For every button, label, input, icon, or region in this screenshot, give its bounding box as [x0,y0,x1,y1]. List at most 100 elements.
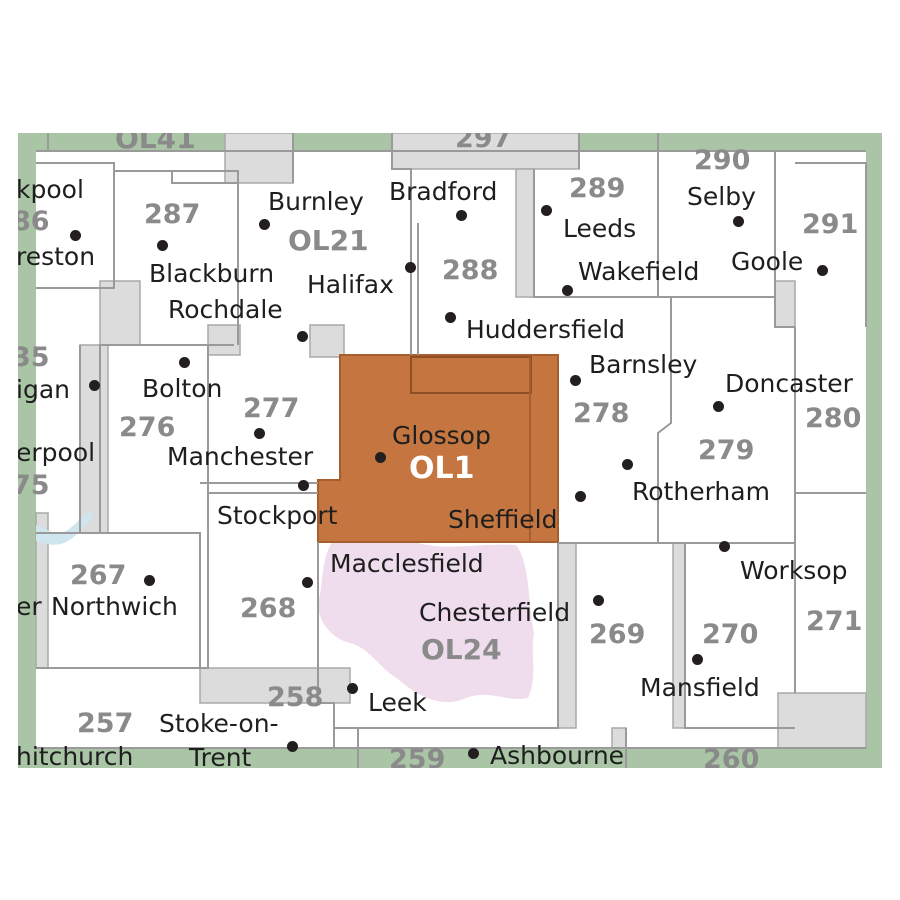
sheet-number-258: 258 [267,682,324,713]
overlap-panel-m [774,280,796,328]
boundary-p [533,169,775,298]
overlap-panel-c [515,168,535,298]
town-dot-mansfield [691,653,703,665]
town-label-stockport: Stockport [217,501,338,530]
boundary-u [657,297,672,543]
district-area-ol24 [318,540,534,703]
boundary-c [114,170,239,345]
boundary-t [795,162,867,327]
town-dot-bradford [455,209,467,221]
town-dot-worksop [718,540,730,552]
town-label-wakefield: Wakefield [578,257,700,286]
town-dot-goole [816,264,828,276]
sheet-number-290: 290 [694,145,751,176]
sheet-number-278: 278 [573,398,630,429]
town-label-rotherham: Rotherham [632,477,770,506]
town-dot-wakefield [561,284,573,296]
town-label-worksop: Worksop [740,556,848,585]
overlap-panel-k [777,692,867,749]
sheet-number-288: 288 [442,255,499,286]
town-label-liverpool: erpool [18,438,96,467]
town-dot-rotherham [621,458,633,470]
sheet-number-297: 297 [455,133,512,154]
sheet-number-271: 271 [806,606,863,637]
town-dot-ashbourne [467,747,479,759]
town-label-bolton: Bolton [142,374,223,403]
town-label-rochdale: Rochdale [168,295,283,324]
town-label-leek: Leek [368,688,427,717]
highlighted-sheet-ol1 [317,354,559,543]
town-label-manchester: Manchester [167,442,314,471]
sheet-number-257: 257 [77,708,134,739]
frame-band-right [866,133,882,768]
boundary-l [317,542,335,748]
town-label-chesterfield: Chesterfield [419,598,571,627]
boundary-y [334,543,559,729]
sheet-boundaries [36,133,867,768]
overlap-panel-f [207,324,241,356]
town-dot-wigan [88,379,100,391]
town-dot-macclesfield [301,576,313,588]
town-label-blackburn: Blackburn [149,259,275,288]
town-dot-doncaster [712,400,724,412]
town-label-preston: reston [18,242,96,271]
map-index: OL41 OL21 OL1 OL24 297 290 289 291 287 8… [18,133,882,768]
town-dot-northwich [143,574,155,586]
town-dot-selby [732,215,744,227]
frame-band-bottom [18,748,882,768]
sheet-number-280: 280 [805,403,862,434]
ol-sheet-label-ol41: OL41 [115,133,196,155]
town-label-leeds: Leeds [563,214,637,243]
town-label-burnley: Burnley [268,187,364,216]
sheet-number-291: 291 [802,209,859,240]
sheet-number-289: 289 [569,173,626,204]
ol-sheet-label-ol24: OL24 [421,633,502,666]
town-dot-manchester [253,427,265,439]
town-label-sheffield: Sheffield [448,505,558,534]
town-dot-halifax [404,261,416,273]
town-label-doncaster: Doncaster [725,369,853,398]
town-label-mansfield: Mansfield [640,673,760,702]
town-dot-sheffield [574,490,586,502]
sheet-number-276: 276 [119,412,176,443]
map-canvas [18,133,882,768]
overlap-panel-i [557,542,577,729]
town-label-glossop: Glossop [392,421,491,450]
sheet-number-260: 260 [703,744,760,768]
town-dot-preston [69,229,81,241]
boundary-h [200,345,209,669]
town-dot-leeds [540,204,552,216]
overlap-panel-h [199,667,351,704]
sheet-number-35: 35 [18,342,50,373]
town-label-macclesfield: Macclesfield [330,549,484,578]
town-dot-stockport [297,479,309,491]
town-dot-barnsley [569,374,581,386]
town-dot-blackburn [156,239,168,251]
frame-band-left [18,133,36,768]
sheet-number-270: 270 [702,619,759,650]
town-label-halifax: Halifax [307,270,394,299]
town-label-barnsley: Barnsley [589,350,698,379]
town-label-ashbourne: Ashbourne [490,741,625,768]
sheet-number-259: 259 [389,744,446,768]
town-dot-chesterfield [592,594,604,606]
town-label-blackpool: kpool [18,175,84,204]
water-estuary [36,511,94,545]
town-label-whitchurch: hitchurch [18,742,134,768]
overlap-panel-d [99,280,141,346]
sheet-number-75: 75 [18,470,50,501]
town-dot-stoke [286,740,298,752]
boundary-s [774,151,795,328]
town-label-selby: Selby [687,182,756,211]
town-label-huddersfield: Huddersfield [466,315,626,344]
town-dot-burnley [258,218,270,230]
overlap-panel-a [224,133,294,184]
town-dot-glossop [374,451,386,463]
town-label-northwich: Northwich [51,592,178,621]
town-label-wigan: igan [18,375,70,404]
town-label-stoke-line1: Stoke-on- [159,709,279,738]
boundary-d [171,171,238,184]
sheet-number-277: 277 [243,393,300,424]
sheet-number-267: 267 [70,560,127,591]
sheet-number-269: 269 [589,619,646,650]
